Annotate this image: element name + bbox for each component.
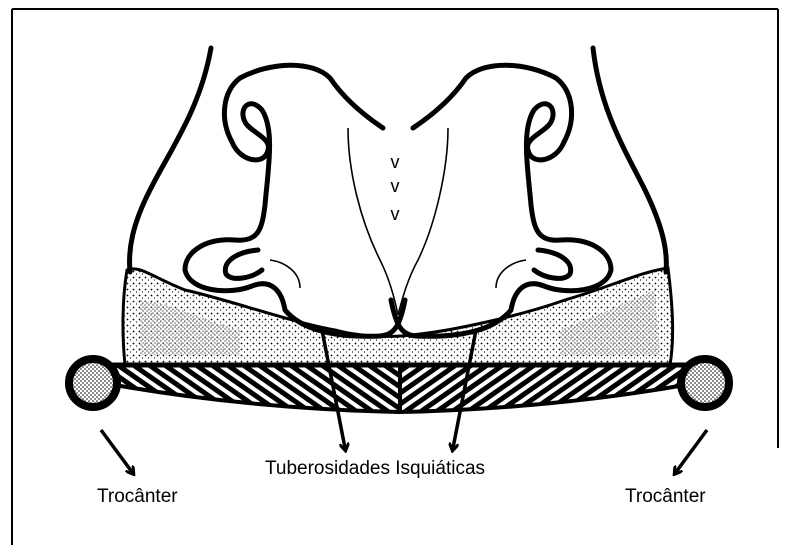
arrow-left-trochanter [101, 430, 132, 472]
vertebra-mark: v [391, 152, 400, 172]
label-trochanter-right: Trocânter [625, 486, 706, 508]
trochanter-left-shape [69, 359, 117, 407]
vertebra-mark: v [391, 204, 400, 224]
support-surface [112, 365, 688, 412]
trochanter-right-shape [681, 359, 729, 407]
vertebra-marks: v v v [391, 152, 400, 224]
vertebra-mark: v [391, 176, 400, 196]
label-ischial-tuberosities: Tuberosidades Isquiáticas [265, 458, 485, 480]
arrow-right-trochanter [676, 430, 707, 472]
label-trochanter-left: Trocânter [97, 486, 178, 508]
soft-tissue-cushion [123, 268, 673, 365]
pelvis-bone [185, 65, 611, 336]
